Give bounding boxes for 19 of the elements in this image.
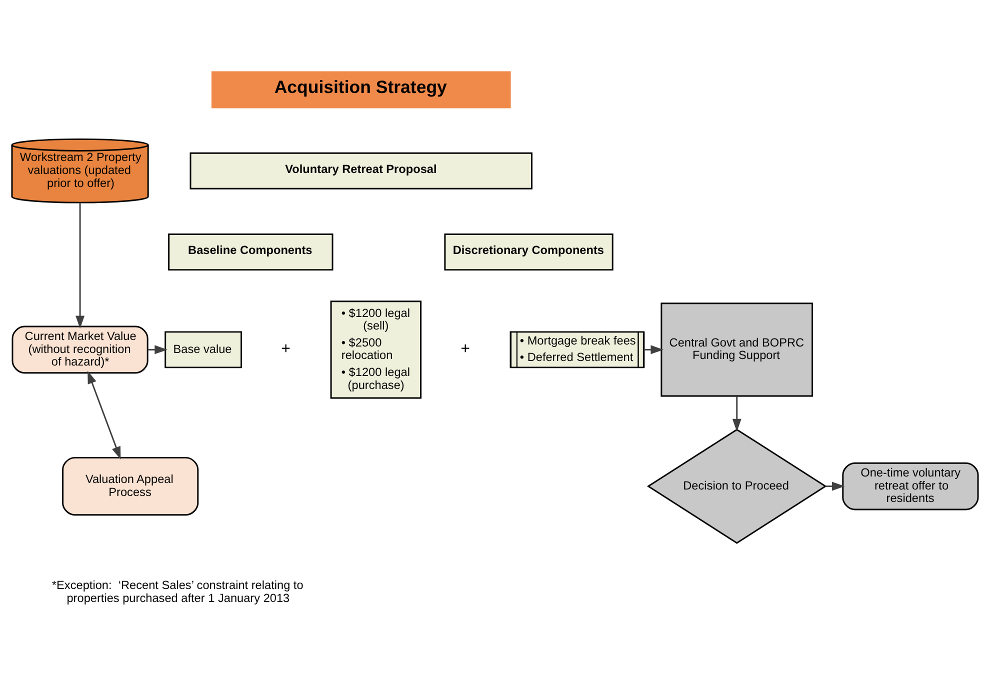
arrow (148, 345, 168, 354)
label: *Exception: ‘Recent Sales’ constraint relating to properties purchased after 1 January 2013 (52, 578, 304, 605)
arrow (88, 370, 121, 460)
node-box: Base value (164, 331, 242, 368)
label: + (281, 340, 290, 358)
node-box: Voluntary Retreat Proposal (190, 152, 532, 190)
node-box: Discretionary Components (444, 234, 614, 271)
arrow (826, 482, 845, 491)
node-diamond: Decision to Proceed (646, 428, 827, 544)
label: + (460, 340, 470, 358)
node-box: One-time voluntary retreat offer to residents (842, 462, 979, 510)
arrow (76, 202, 85, 329)
node-box: Central Govt and BOPRC Funding Support (660, 302, 814, 397)
arrow (732, 396, 742, 432)
node-box: Current Market Value (without recognition of hazard)* (12, 326, 148, 374)
node-box: Acquisition Strategy (211, 71, 511, 108)
node-box: Baseline Components (168, 234, 334, 271)
node-box: • $1200 legal (sell) • $2500 relocation • $1200 legal (purchase) (330, 300, 422, 399)
node-box: Valuation Appeal Process (62, 456, 199, 516)
